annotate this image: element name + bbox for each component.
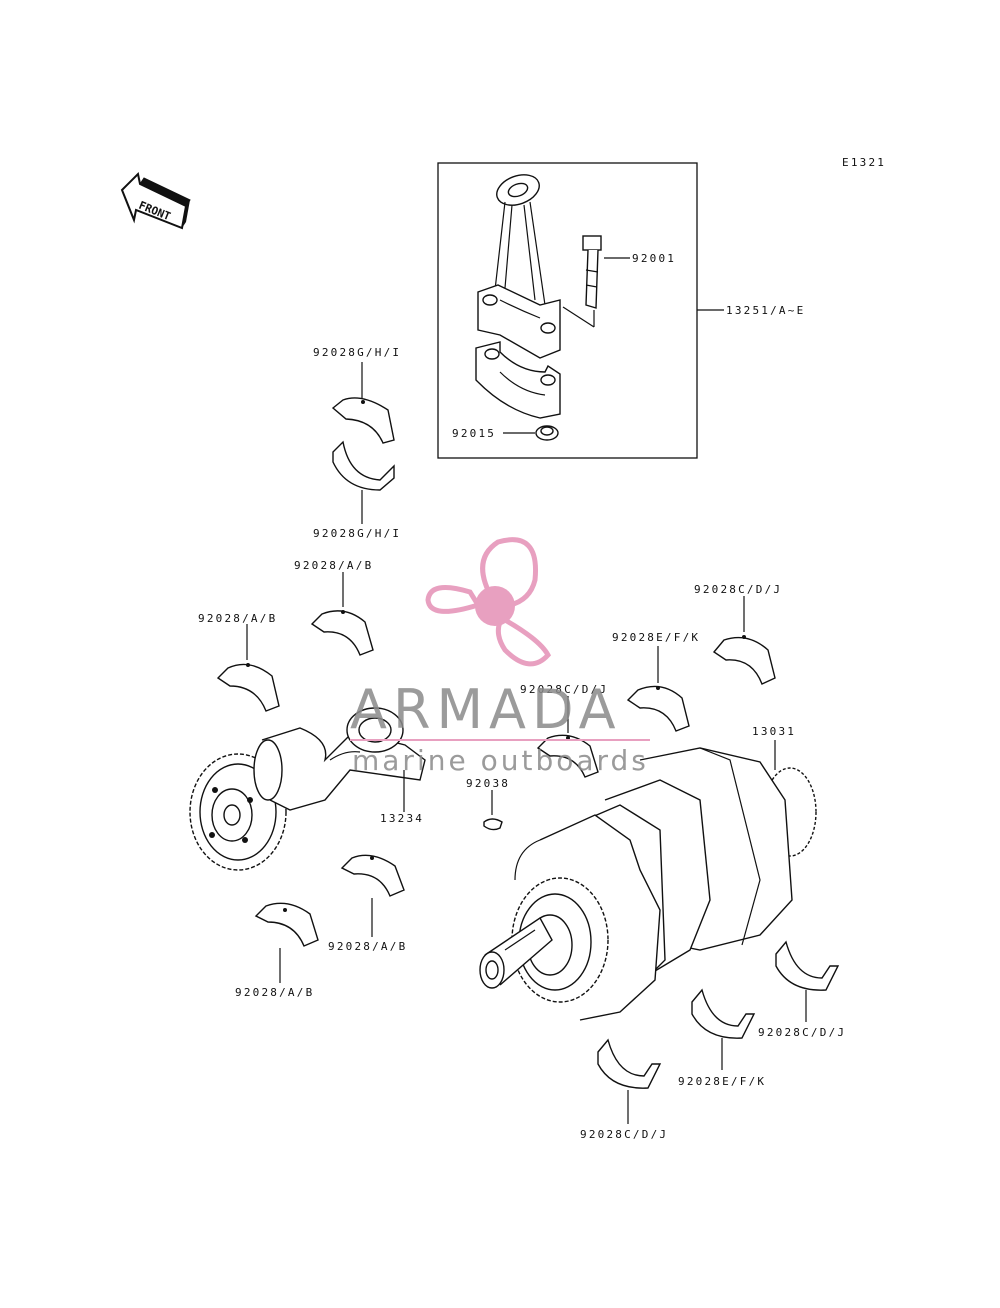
label-bearing-ab-4: 92028/A/B — [235, 986, 314, 999]
label-bearing-efk-1: 92028E/F/K — [612, 631, 700, 644]
propeller-logo-icon — [425, 537, 552, 667]
crankshaft — [479, 747, 817, 1021]
crank-bearing-efk-2 — [691, 988, 756, 1039]
conrod-nut — [535, 425, 559, 441]
balancer-shaft — [189, 707, 426, 871]
crank-bearing-cdj-3 — [775, 940, 840, 991]
balancer-bearing-1 — [310, 610, 374, 656]
watermark-brand: ARMADA — [350, 678, 622, 741]
label-conrod-assy: 13251/A~E — [726, 304, 805, 317]
balancer-bearing-4 — [254, 902, 319, 947]
crank-bearing-cdj-2 — [536, 734, 599, 778]
diagram-code: E1321 — [842, 156, 886, 169]
label-conrod-bearing-bottom: 92028G/H/I — [313, 527, 401, 540]
label-crankshaft: 13031 — [752, 725, 796, 738]
label-conrod-bolt: 92001 — [632, 252, 676, 265]
conrod-bearing-upper — [331, 397, 395, 444]
front-arrow-icon: FRONT — [120, 171, 191, 230]
label-bearing-cdj-4: 92028C/D/J — [580, 1128, 668, 1141]
label-balancer-shaft: 13234 — [380, 812, 424, 825]
balancer-bearing-2 — [216, 663, 280, 712]
crankshaft-key — [483, 818, 503, 831]
label-bearing-ab-3: 92028/A/B — [328, 940, 407, 953]
label-conrod-nut: 92015 — [452, 427, 496, 440]
label-bearing-cdj-1: 92028C/D/J — [694, 583, 782, 596]
label-bearing-cdj-2: 92028C/D/J — [520, 683, 608, 696]
connecting-rod — [477, 174, 561, 359]
label-key: 92038 — [466, 777, 510, 790]
conrod-bolt — [562, 235, 602, 328]
watermark: ARMADA marine outboards — [350, 537, 650, 777]
conrod-assembly-box — [437, 162, 698, 459]
label-bearing-efk-2: 92028E/F/K — [678, 1075, 766, 1088]
conrod-bearing-lower — [332, 440, 395, 491]
watermark-tagline: marine outboards — [352, 744, 649, 777]
connecting-rod-cap — [475, 341, 561, 419]
label-bearing-cdj-3: 92028C/D/J — [758, 1026, 846, 1039]
balancer-bearing-3 — [340, 854, 405, 897]
label-bearing-ab-2: 92028/A/B — [198, 612, 277, 625]
label-conrod-bearing-top: 92028G/H/I — [313, 346, 401, 359]
crank-bearing-efk-1 — [626, 685, 690, 732]
label-bearing-ab-1: 92028/A/B — [294, 559, 373, 572]
crank-bearing-cdj-4 — [597, 1038, 662, 1089]
crank-bearing-cdj-1 — [712, 635, 776, 685]
